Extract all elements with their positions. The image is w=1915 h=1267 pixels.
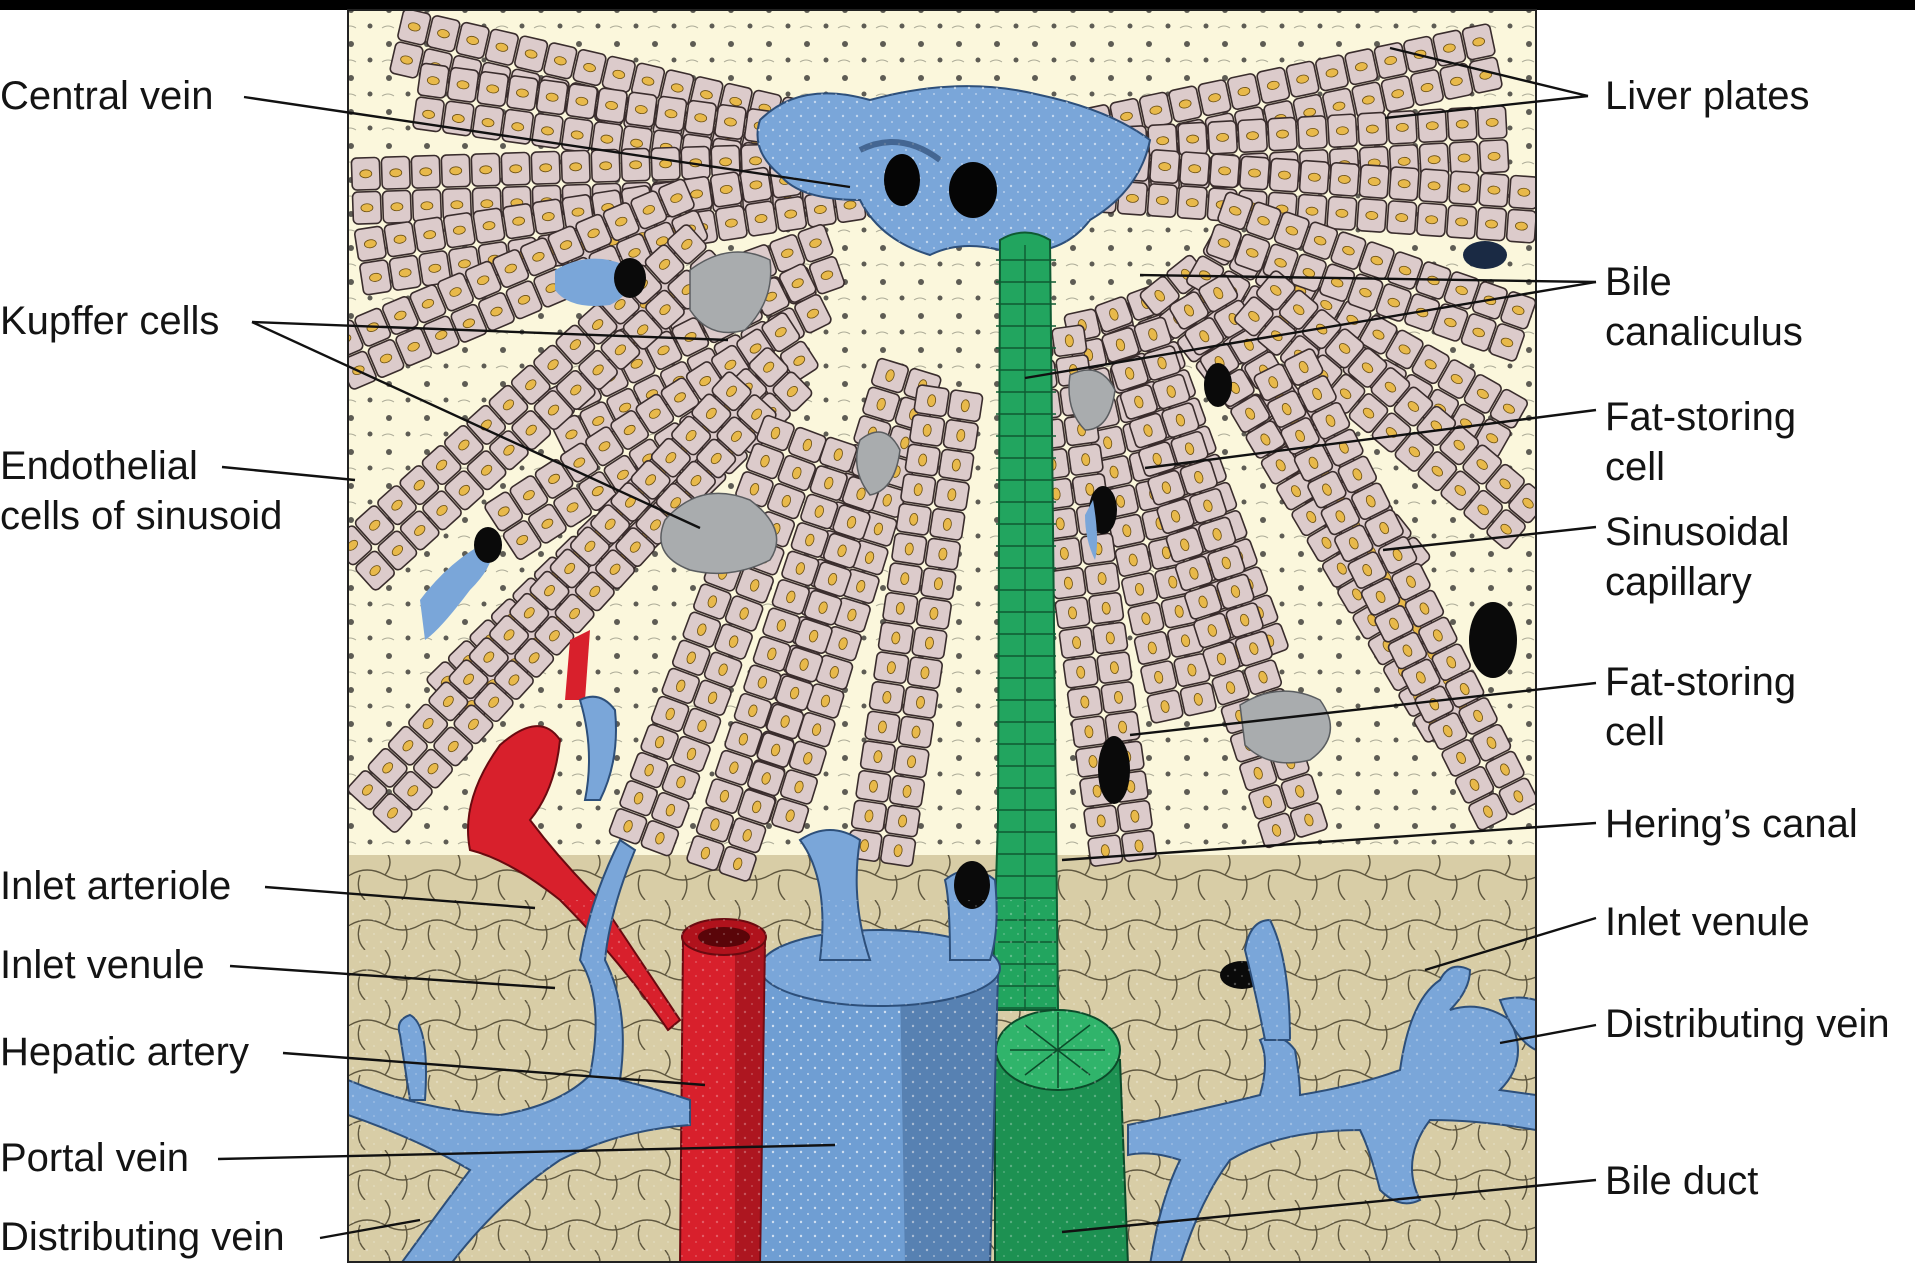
hepatocyte-nucleus: [1486, 118, 1498, 127]
hepatocyte-nucleus: [600, 162, 612, 170]
label-fat-storing-1-line2: cell: [1605, 443, 1665, 491]
hepatocyte-nucleus: [1456, 120, 1468, 129]
label-inlet-arteriole: Inlet arteriole: [0, 862, 231, 910]
hepatocyte-nucleus: [1428, 155, 1440, 164]
hepatocyte-nucleus: [361, 204, 373, 212]
hepatocyte-nucleus: [391, 203, 403, 211]
hepatocyte-nucleus: [1276, 130, 1288, 139]
hepatocyte-nucleus: [390, 169, 402, 177]
vessel-speckle: [348, 900, 1536, 1265]
hepatocyte-nucleus: [421, 202, 433, 210]
label-distributing-vein-right: Distributing vein: [1605, 1000, 1890, 1048]
hepatocyte-nucleus: [1246, 131, 1258, 140]
hepatocyte-nucleus: [450, 167, 462, 175]
hepatocyte-nucleus: [540, 164, 552, 172]
label-kupffer-cells: Kupffer cells: [0, 297, 219, 345]
illustration-panel: [326, 8, 1549, 1265]
hepatocyte-nucleus: [451, 201, 463, 209]
hepatocyte-nucleus: [719, 158, 731, 166]
label-portal-vein: Portal vein: [0, 1134, 189, 1182]
hepatocyte-nucleus: [1458, 154, 1470, 163]
hepatocyte-nucleus: [1216, 133, 1228, 142]
label-sinusoidal-line2: capillary: [1605, 558, 1752, 606]
label-bile-line2: canaliculus: [1605, 308, 1803, 356]
label-endothelial-line1: Endothelial: [0, 442, 198, 490]
hepatocyte-nucleus: [1336, 126, 1348, 135]
hepatocyte-nucleus: [510, 165, 522, 173]
label-inlet-venule-left: Inlet venule: [0, 941, 205, 989]
hepatocyte-nucleus: [420, 168, 432, 176]
hepatocyte-nucleus: [1156, 136, 1168, 145]
hepatocyte-nucleus: [1366, 125, 1378, 134]
hepatocyte-nucleus: [570, 163, 582, 171]
hepatocyte-nucleus: [1426, 121, 1438, 130]
hepatocyte-nucleus: [1488, 152, 1500, 161]
label-bile-line1: Bile: [1605, 258, 1672, 306]
label-fat-storing-1-line1: Fat-storing: [1605, 393, 1796, 441]
hepatocyte-nucleus: [749, 157, 761, 165]
bile-canaliculus: [992, 233, 1058, 1011]
label-fat-storing-2-line1: Fat-storing: [1605, 658, 1796, 706]
label-herings-canal: Hering’s canal: [1605, 800, 1858, 848]
label-liver-plates: Liver plates: [1605, 72, 1810, 120]
hepatocyte-nucleus: [1398, 157, 1410, 166]
label-bile-duct: Bile duct: [1605, 1157, 1758, 1205]
hepatocyte-nucleus: [1396, 123, 1408, 132]
label-fat-storing-2-line2: cell: [1605, 708, 1665, 756]
hepatocyte-nucleus: [1306, 128, 1318, 137]
label-inlet-venule-right: Inlet venule: [1605, 898, 1810, 946]
label-central-vein: Central vein: [0, 72, 213, 120]
hepatocyte-nucleus: [360, 170, 372, 178]
label-endothelial-line2: cells of sinusoid: [0, 492, 282, 540]
hepatocyte-nucleus: [481, 200, 493, 208]
label-sinusoidal-line1: Sinusoidal: [1605, 508, 1790, 556]
hepatocyte-nucleus: [1186, 135, 1198, 144]
hepatocyte-nucleus: [480, 166, 492, 174]
hepatocyte-nucleus: [630, 161, 642, 169]
label-distributing-vein-left: Distributing vein: [0, 1213, 285, 1261]
label-hepatic-artery: Hepatic artery: [0, 1028, 249, 1076]
